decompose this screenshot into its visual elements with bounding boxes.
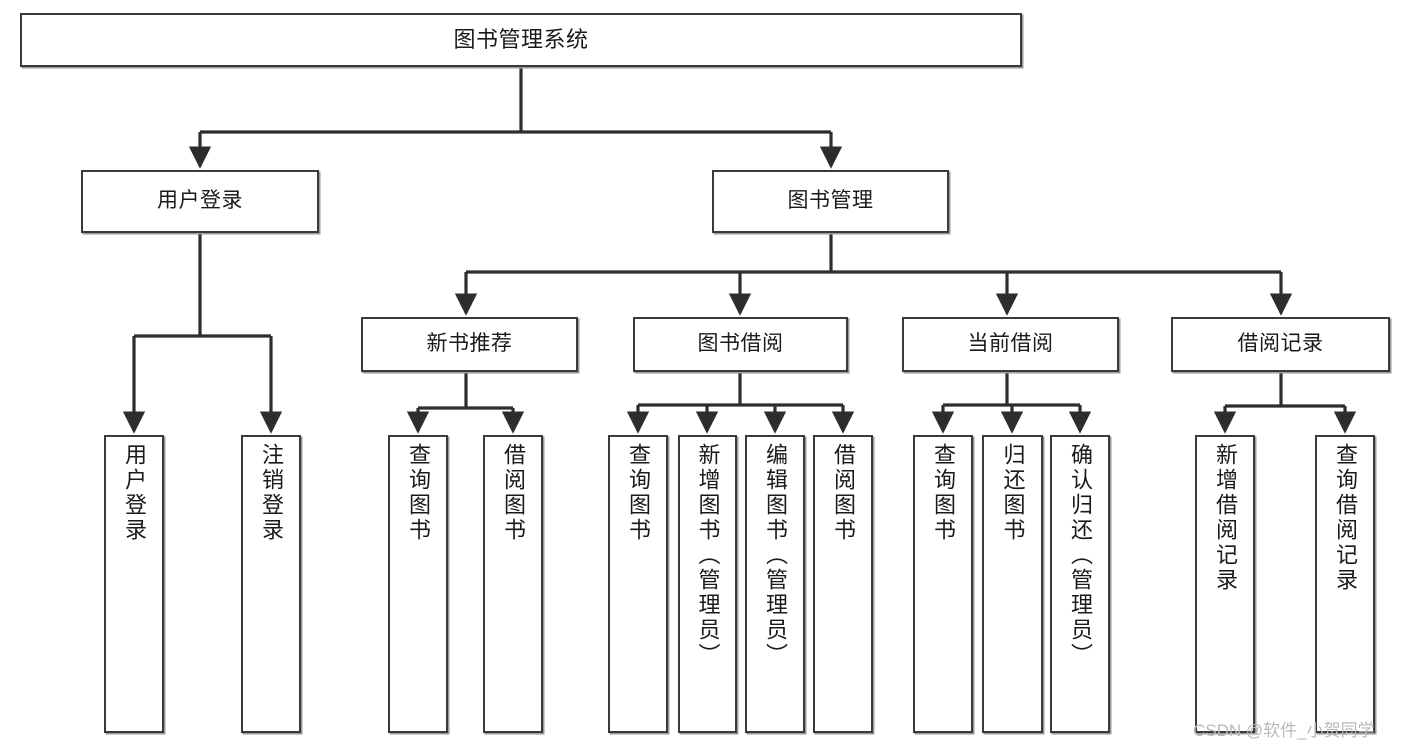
node-leaf-query-book-1-label: 查询图书 (406, 443, 431, 543)
node-leaf-borrow-book-2[interactable]: 借阅图书 (813, 435, 873, 733)
node-leaf-query-book-2-label: 查询图书 (626, 443, 651, 543)
node-leaf-logout[interactable]: 注销登录 (241, 435, 301, 733)
node-leaf-edit-book[interactable]: 编辑图书（管理员） (745, 435, 805, 733)
node-book-manage-label: 图书管理 (787, 189, 874, 213)
node-new-book-recommend[interactable]: 新书推荐 (361, 317, 578, 372)
node-leaf-query-book-1[interactable]: 查询图书 (388, 435, 448, 733)
node-book-borrow[interactable]: 图书借阅 (633, 317, 848, 372)
node-root-label: 图书管理系统 (453, 27, 589, 53)
node-leaf-return-book-label: 归还图书 (1000, 443, 1026, 543)
node-leaf-return-book[interactable]: 归还图书 (982, 435, 1043, 733)
node-leaf-user-login-label: 用户登录 (122, 443, 147, 543)
node-leaf-borrow-book-2-label: 借阅图书 (831, 443, 856, 543)
node-leaf-add-record-label: 新增借阅记录 (1213, 443, 1238, 593)
node-leaf-query-book-3[interactable]: 查询图书 (913, 435, 973, 733)
node-current-borrow[interactable]: 当前借阅 (902, 317, 1119, 372)
node-current-borrow-label: 当前借阅 (967, 332, 1054, 356)
node-leaf-add-book[interactable]: 新增图书（管理员） (678, 435, 737, 733)
node-leaf-add-book-label: 新增图书（管理员） (695, 443, 721, 668)
node-leaf-user-login[interactable]: 用户登录 (104, 435, 164, 733)
node-user-login-label: 用户登录 (157, 189, 243, 213)
csdn-watermark: CSDN @软件_小贺同学 (1193, 721, 1375, 740)
node-leaf-add-record[interactable]: 新增借阅记录 (1195, 435, 1255, 733)
node-leaf-logout-label: 注销登录 (259, 443, 284, 543)
node-leaf-query-record[interactable]: 查询借阅记录 (1315, 435, 1375, 733)
node-leaf-borrow-book-1[interactable]: 借阅图书 (483, 435, 543, 733)
node-new-book-recommend-label: 新书推荐 (426, 332, 513, 356)
node-book-manage[interactable]: 图书管理 (712, 170, 949, 233)
node-borrow-record[interactable]: 借阅记录 (1171, 317, 1390, 372)
node-leaf-borrow-book-1-label: 借阅图书 (501, 443, 526, 543)
node-borrow-record-label: 借阅记录 (1237, 332, 1324, 356)
node-leaf-query-record-label: 查询借阅记录 (1333, 443, 1358, 593)
node-book-borrow-label: 图书借阅 (697, 332, 784, 356)
node-leaf-query-book-3-label: 查询图书 (931, 443, 956, 543)
node-root[interactable]: 图书管理系统 (20, 13, 1022, 67)
node-leaf-edit-book-label: 编辑图书（管理员） (763, 443, 788, 668)
node-leaf-confirm-return[interactable]: 确认归还（管理员） (1050, 435, 1110, 733)
node-leaf-query-book-2[interactable]: 查询图书 (608, 435, 668, 733)
node-user-login[interactable]: 用户登录 (81, 170, 319, 233)
node-leaf-confirm-return-label: 确认归还（管理员） (1068, 443, 1093, 668)
